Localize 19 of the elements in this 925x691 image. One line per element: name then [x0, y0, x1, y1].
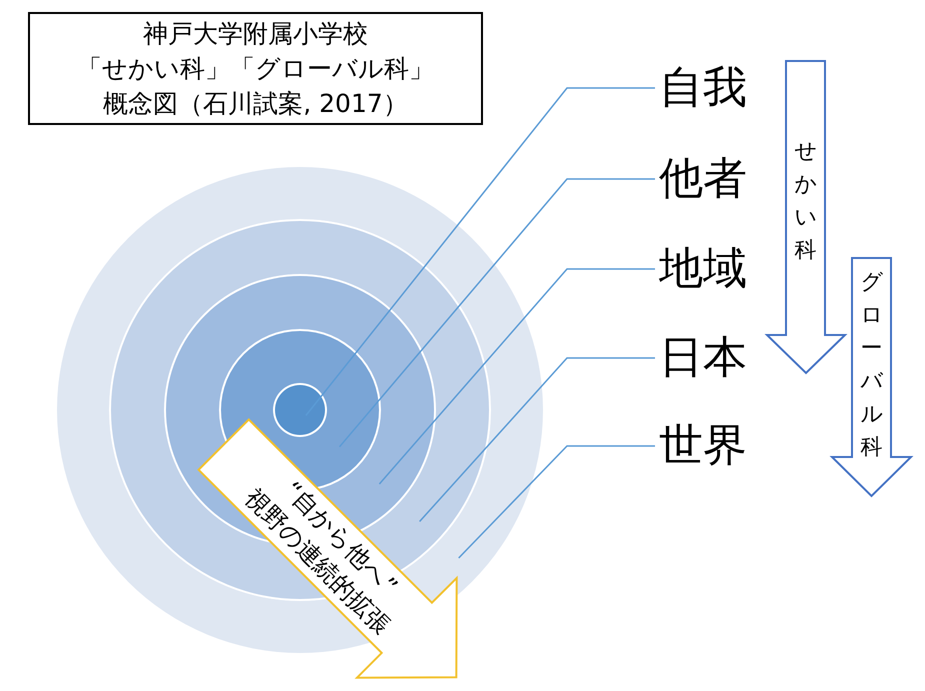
level-label: 他者 — [655, 153, 747, 205]
level-label: 世界 — [655, 420, 747, 472]
down-block-arrow — [831, 257, 912, 497]
down-block-arrow — [766, 60, 846, 374]
level-label: 自我 — [655, 62, 747, 114]
title-box — [28, 12, 483, 125]
title-text: 神戸大学附属小学校 — [143, 18, 368, 50]
vertical-label: グローバル科 — [860, 269, 882, 462]
vertical-label: せかい科 — [794, 138, 816, 265]
leader-line — [419, 357, 655, 522]
leader-line — [458, 445, 655, 559]
leader-line — [378, 268, 655, 484]
diagonal-block-arrow — [197, 418, 458, 679]
title-text: 「せかい科」「グローバル科」概念図（石川試案, 2017） — [76, 53, 435, 120]
leader-line — [338, 178, 655, 448]
level-label: 地域 — [655, 243, 747, 295]
leader-line — [305, 87, 655, 416]
level-label: 日本 — [655, 332, 747, 384]
center-circle — [273, 383, 327, 437]
